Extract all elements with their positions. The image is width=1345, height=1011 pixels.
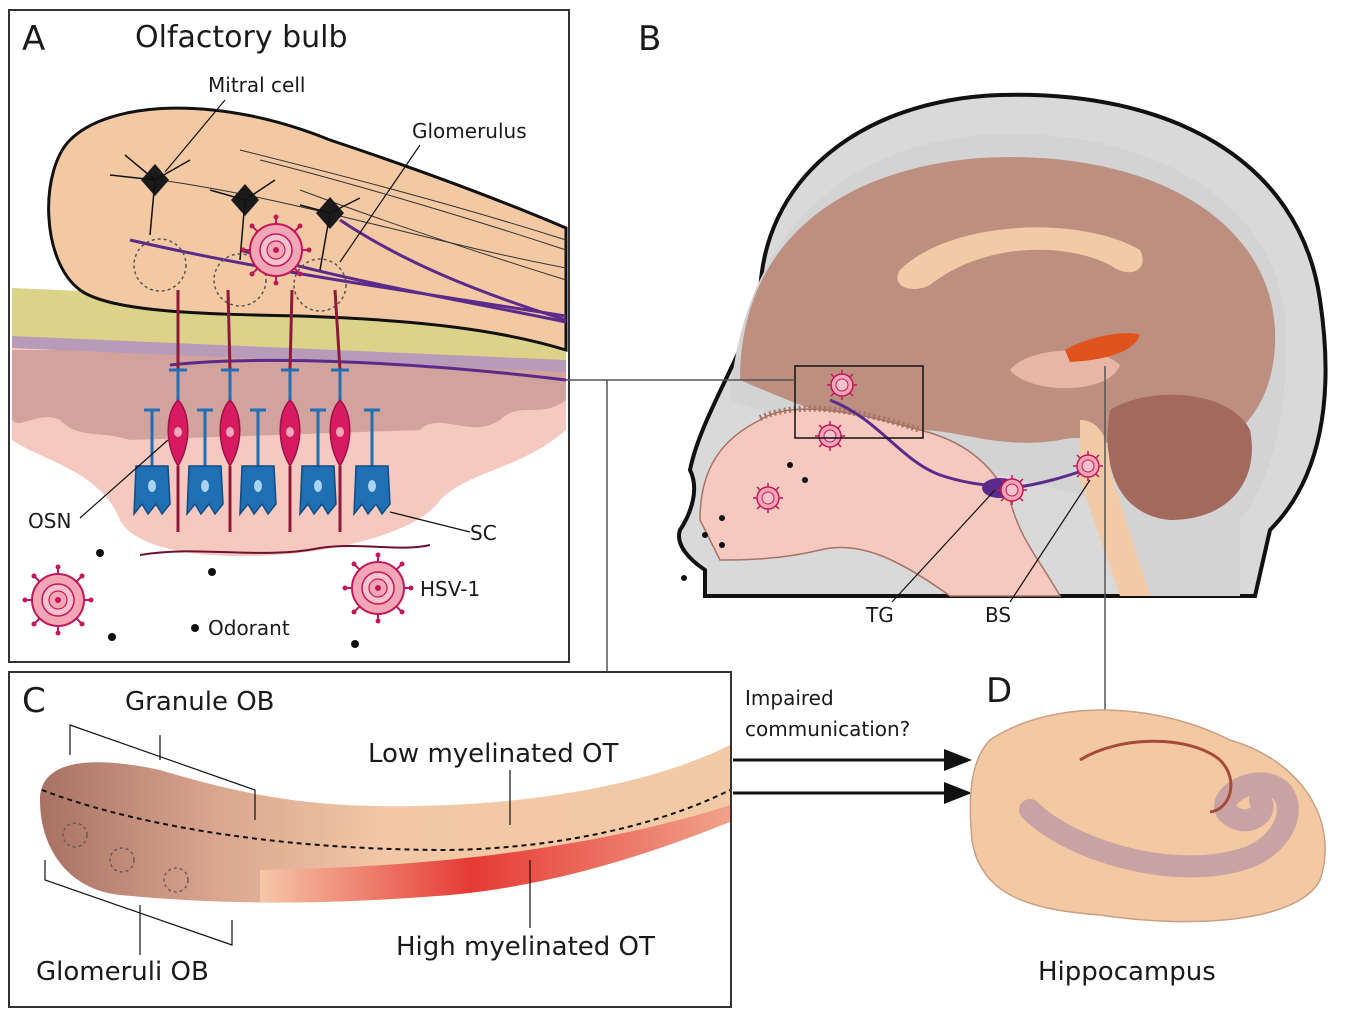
hsv-virus-1	[23, 565, 94, 636]
label-mitral-cell: Mitral cell	[208, 73, 305, 97]
arrow-text-line-1: Impaired	[745, 686, 834, 710]
hsv-virus-2	[343, 553, 414, 624]
arrow-text-line-2: communication?	[745, 717, 910, 741]
communication-arrows	[733, 749, 972, 804]
label-granule-ob: Granule OB	[125, 687, 275, 717]
label-osn: OSN	[28, 509, 71, 533]
label-glomerulus: Glomerulus	[412, 119, 527, 143]
label-low-myelinated: Low myelinated OT	[368, 739, 618, 769]
hsv-b-5	[1073, 451, 1103, 481]
label-tg: TG	[865, 603, 894, 627]
hsv-b-4	[997, 475, 1027, 505]
panel-b: B TG BS	[638, 19, 1326, 627]
panel-a-letter: A	[22, 19, 45, 59]
label-high-myelinated: High myelinated OT	[396, 932, 655, 962]
label-glomeruli-ob: Glomeruli OB	[36, 957, 209, 987]
panel-c: C Granule OB Low myelinated OT High myel…	[9, 672, 731, 1007]
panel-b-letter: B	[638, 19, 661, 59]
hsv-virus-bulb	[241, 215, 312, 286]
hsv-b-1	[827, 370, 857, 400]
panel-c-letter: C	[22, 681, 46, 721]
panel-a: A Olfactory bulb Mitral cell Glomerulus …	[9, 10, 569, 662]
label-odorant: Odorant	[208, 616, 290, 640]
panel-d-letter: D	[986, 671, 1012, 711]
hippocampus-title: Hippocampus	[1038, 957, 1216, 987]
hsv-b-2	[815, 421, 845, 451]
panel-d: Impaired communication? D Hippocampus	[733, 671, 1325, 987]
panel-a-title: Olfactory bulb	[135, 20, 348, 55]
label-sc: SC	[470, 521, 497, 545]
label-hsv: HSV-1	[420, 577, 480, 601]
hsv-b-3	[753, 483, 783, 513]
label-bs: BS	[985, 603, 1011, 627]
